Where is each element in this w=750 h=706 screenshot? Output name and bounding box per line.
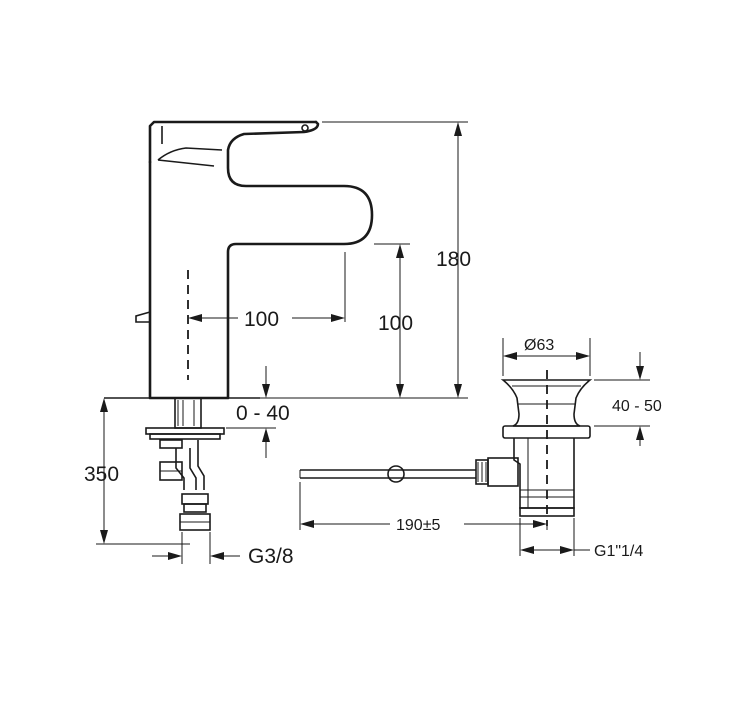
spout-height-label: 100 bbox=[378, 312, 413, 335]
waste-adjustment-label: 40 - 50 bbox=[612, 398, 662, 415]
waste-thread-label: G1"1/4 bbox=[594, 543, 643, 560]
supply-thread-label: G3/8 bbox=[248, 545, 294, 568]
dim-deck-thickness: 0 - 40 bbox=[226, 366, 290, 458]
popup-waste bbox=[299, 370, 593, 526]
deck-thickness-label: 0 - 40 bbox=[236, 402, 290, 425]
hose-length-label: 350 bbox=[84, 463, 119, 486]
dim-supply-thread: G3/8 bbox=[152, 532, 294, 568]
dim-pull-rod-length: 190±5 bbox=[299, 482, 548, 534]
flange-diameter-label: Ø63 bbox=[524, 337, 554, 354]
dim-waste-thread: G1"1/4 bbox=[519, 518, 643, 560]
faucet-body bbox=[135, 120, 374, 400]
pull-rod-length-label: 190±5 bbox=[396, 517, 440, 534]
dim-spout-height: 100 bbox=[374, 243, 413, 398]
dim-flange-diameter: Ø63 bbox=[502, 337, 591, 376]
spout-reach-label: 100 bbox=[244, 308, 279, 331]
dim-hose-length: 350 bbox=[84, 398, 190, 545]
dim-faucet-height: 180 bbox=[260, 121, 471, 399]
mounting-assembly bbox=[104, 397, 260, 531]
dim-waste-adjustment: 40 - 50 bbox=[594, 352, 662, 446]
dim-spout-reach: 100 bbox=[188, 252, 346, 331]
faucet-height-label: 180 bbox=[436, 248, 471, 271]
